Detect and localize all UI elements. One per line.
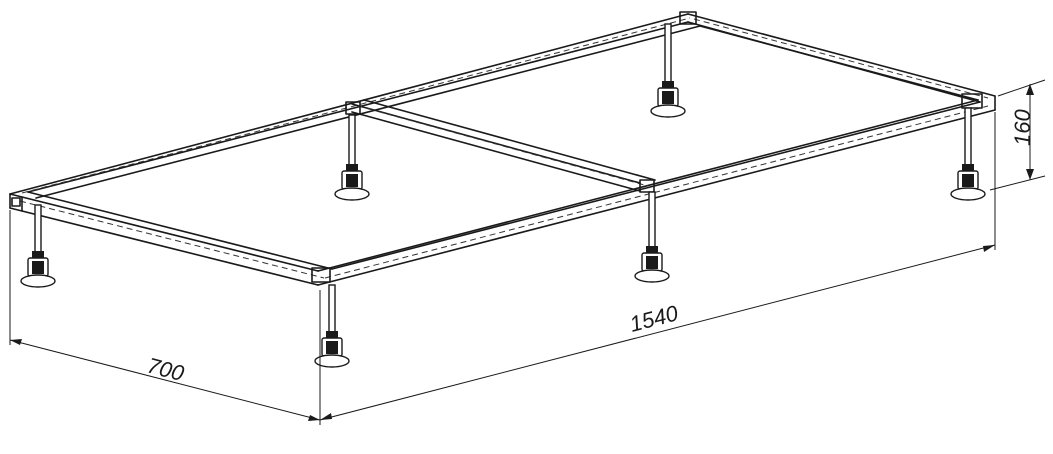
- corner-front-right: [311, 267, 331, 283]
- length-dimension-line: [319, 244, 996, 421]
- width-dimension-line: [9, 339, 321, 421]
- center-crossbar: [351, 99, 656, 192]
- legs: [20, 23, 986, 368]
- right-end-rail: [687, 13, 996, 111]
- adjustable-foot: [20, 204, 56, 288]
- crossbar-joint-back: [345, 101, 361, 115]
- dimension-lines: [9, 79, 1046, 425]
- corner-back-left: [679, 11, 697, 25]
- adjustable-foot: [314, 284, 350, 368]
- front-rail: [9, 191, 333, 286]
- corner-back-right: [961, 93, 983, 109]
- back-rail: [9, 13, 701, 199]
- crossbar-joint-front: [639, 179, 655, 193]
- adjustable-foot: [650, 23, 686, 118]
- length-dimension-label: 1540: [627, 300, 681, 337]
- height-dimension-label: 160: [1010, 109, 1035, 146]
- width-dimension-label: 700: [145, 353, 188, 387]
- adjustable-foot: [334, 114, 370, 201]
- adjustable-foot: [950, 107, 986, 201]
- left-end-rail: [9, 193, 23, 212]
- adjustable-foot: [634, 191, 670, 283]
- frame: [9, 11, 996, 286]
